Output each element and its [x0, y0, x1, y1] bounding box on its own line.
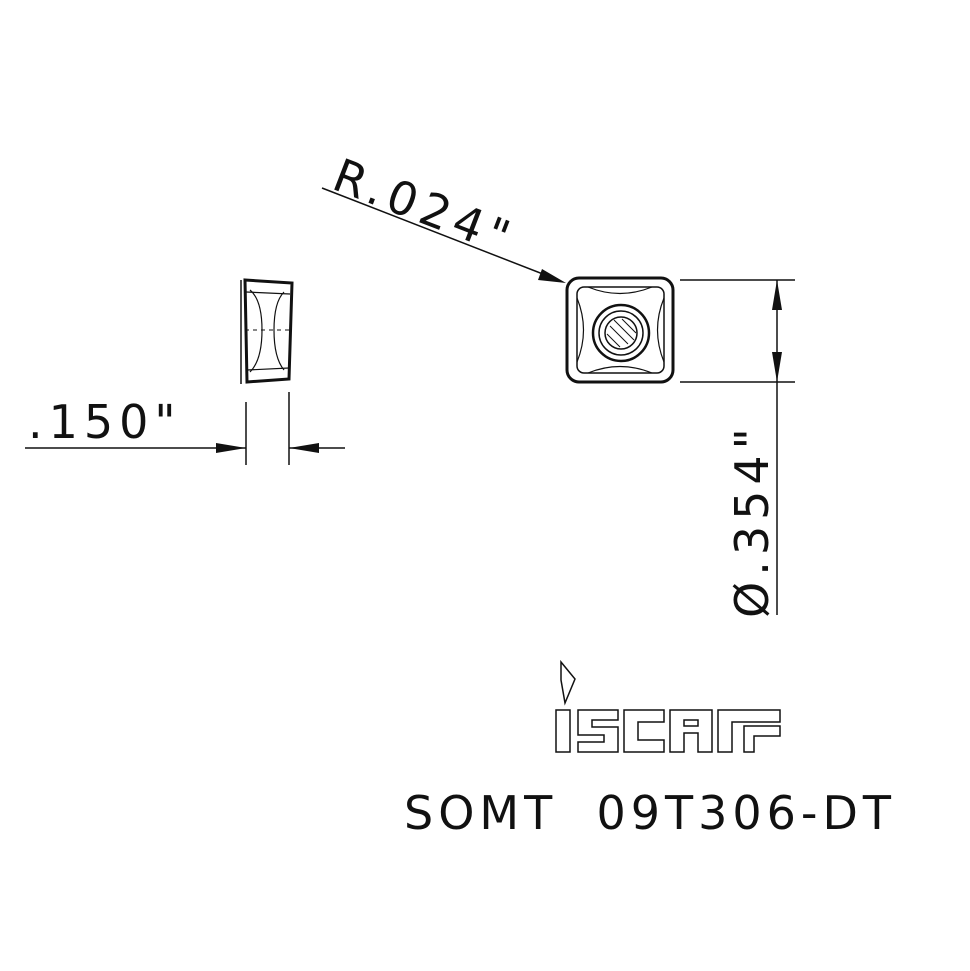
arrow-head-down	[772, 352, 782, 382]
iscar-logo: iscar	[555, 659, 781, 753]
corner-radius-label: R.024"	[326, 148, 523, 266]
thickness-label: .150"	[28, 395, 182, 449]
arrow-head-up	[772, 280, 782, 310]
arrow-head-left	[289, 443, 319, 453]
thickness-dimension: .150"	[25, 392, 345, 465]
inscribed-circle-label: Ø.354"	[725, 422, 779, 618]
inscribed-circle-dimension: Ø.354"	[680, 279, 795, 618]
insert-top-view	[565, 276, 675, 384]
clamp-hole	[591, 303, 651, 363]
corner-radius-dimension: R.024"	[321, 148, 566, 283]
arrow-head-right	[216, 443, 246, 453]
insert-side-view	[240, 278, 294, 384]
part-number: SOMT 09T306-DT	[404, 786, 896, 840]
arrow-head-radius	[538, 269, 566, 283]
